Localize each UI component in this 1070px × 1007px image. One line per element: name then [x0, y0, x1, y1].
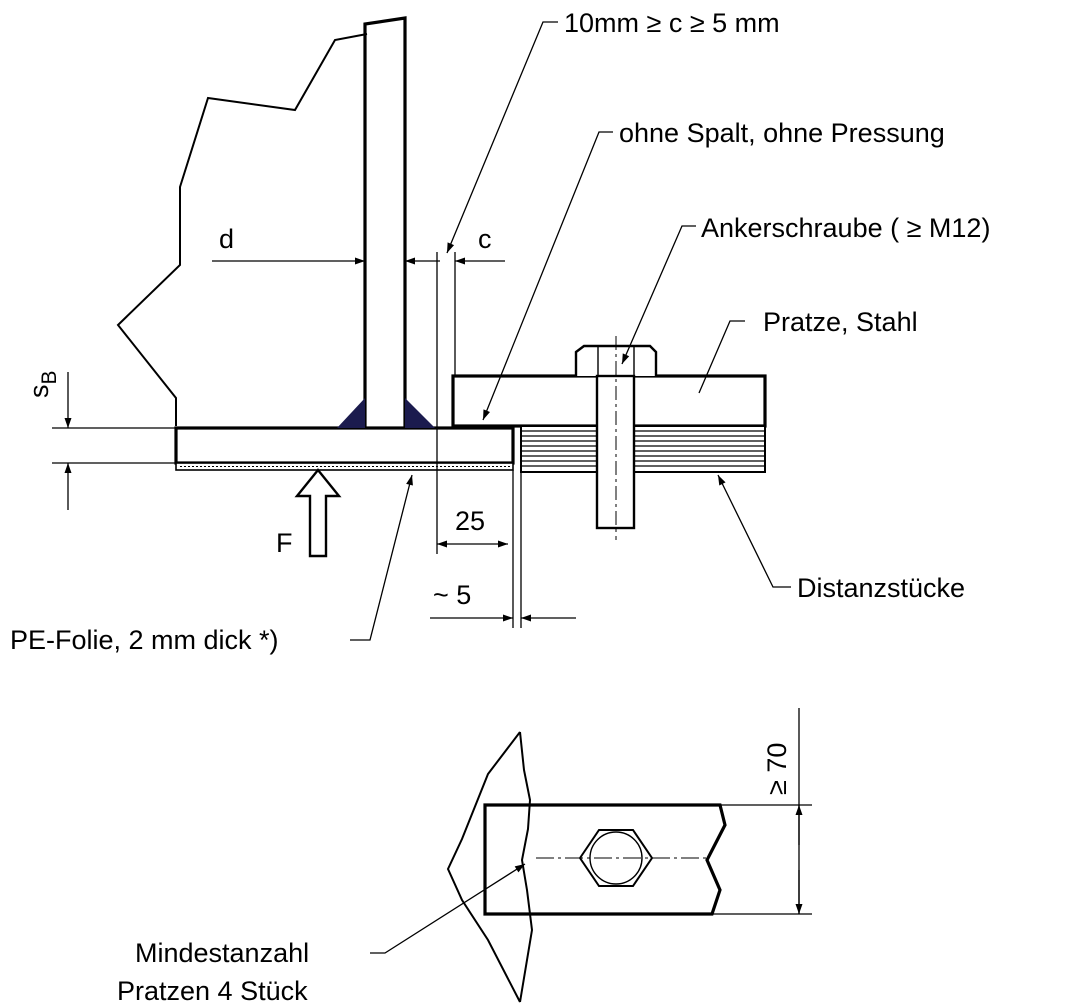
base-plate — [174, 426, 515, 465]
weld-right — [405, 398, 435, 428]
pe-film-label: PE-Folie, 2 mm dick *) — [10, 625, 279, 655]
dim-d-label: d — [219, 224, 234, 254]
bracket-label: Pratze, Stahl — [763, 307, 918, 337]
dim-25-label: 25 — [455, 506, 485, 536]
dim-70-label: ≥ 70 — [762, 743, 792, 795]
spacer-stack — [520, 425, 766, 473]
bracket-plan — [483, 803, 727, 916]
min-count-label-2: Pratzen 4 Stück — [117, 976, 308, 1006]
tank-wall-break-lower — [446, 731, 521, 1003]
anchor-bolt-label: Ankerschraube ( ≥ M12) — [701, 213, 990, 243]
dim-sb-label: sB — [24, 370, 61, 398]
dim-c-label: c — [478, 224, 492, 254]
weld-left — [337, 398, 365, 428]
force-label: F — [276, 528, 293, 558]
min-count-label-1: Mindestanzahl — [135, 938, 309, 968]
spacers-label: Distanzstücke — [797, 573, 965, 603]
tank-break-contour — [116, 33, 368, 426]
anchor-bolt — [574, 336, 658, 540]
tank-wall — [363, 16, 407, 428]
dim-5-label: ~ 5 — [433, 580, 471, 610]
no-gap-label: ohne Spalt, ohne Pressung — [619, 118, 945, 148]
force-arrow — [294, 468, 342, 558]
gap-range-label: 10mm ≥ c ≥ 5 mm — [564, 8, 780, 38]
